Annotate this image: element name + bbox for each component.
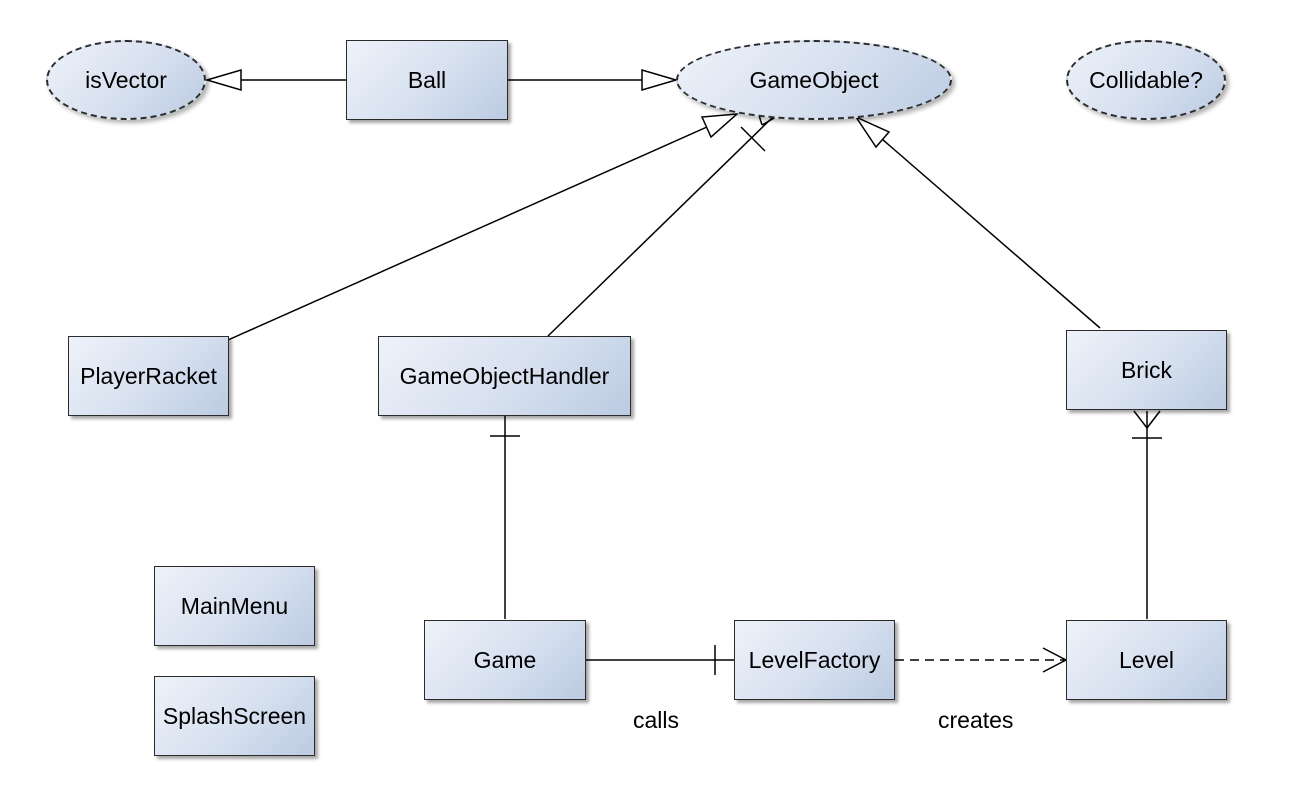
game-class: Game: [424, 620, 586, 700]
isvector-label: isVector: [85, 66, 167, 93]
gameobject-label: GameObject: [749, 66, 879, 93]
mainmenu-class: MainMenu: [154, 566, 315, 646]
ball-class: Ball: [346, 40, 508, 120]
levelfactory-class: LevelFactory: [734, 620, 895, 700]
levelfactory-label: LevelFactory: [748, 646, 881, 673]
level-label: Level: [1119, 646, 1174, 673]
isvector-ellipse: isVector: [46, 40, 206, 120]
calls-edge-label: calls: [633, 707, 680, 733]
gameobjecthandler-class: GameObjectHandler: [378, 336, 631, 416]
creates-edge-label: creates: [938, 707, 1014, 733]
edge-level-brick: [1132, 410, 1162, 619]
brick-label: Brick: [1120, 356, 1173, 383]
gameobjecthandler-label: GameObjectHandler: [399, 362, 610, 389]
edge-game-levelfactory: [586, 645, 734, 675]
splashscreen-class: SplashScreen: [154, 676, 315, 756]
brick-class: Brick: [1066, 330, 1227, 410]
edge-ball-isvector: [204, 68, 346, 92]
playerracket-class: PlayerRacket: [68, 336, 229, 416]
collidable-ellipse: Collidable?: [1066, 40, 1226, 120]
edge-levelfactory-level: [895, 647, 1068, 673]
level-class: Level: [1066, 620, 1227, 700]
gameobject-ellipse: GameObject: [676, 40, 952, 120]
edge-brick-gameobject: [853, 115, 1101, 329]
splashscreen-label: SplashScreen: [162, 702, 307, 729]
game-label: Game: [473, 646, 537, 673]
collidable-label: Collidable?: [1089, 66, 1203, 93]
ball-label: Ball: [407, 66, 447, 93]
mainmenu-label: MainMenu: [180, 592, 289, 619]
edge-ball-gameobject: [508, 68, 679, 92]
edge-game-gameobjecthandler: [490, 416, 520, 619]
playerracket-label: PlayerRacket: [80, 362, 217, 389]
edge-gameobjecthandler-gameobject: [547, 111, 777, 337]
edge-playerracket-gameobject: [227, 113, 740, 341]
